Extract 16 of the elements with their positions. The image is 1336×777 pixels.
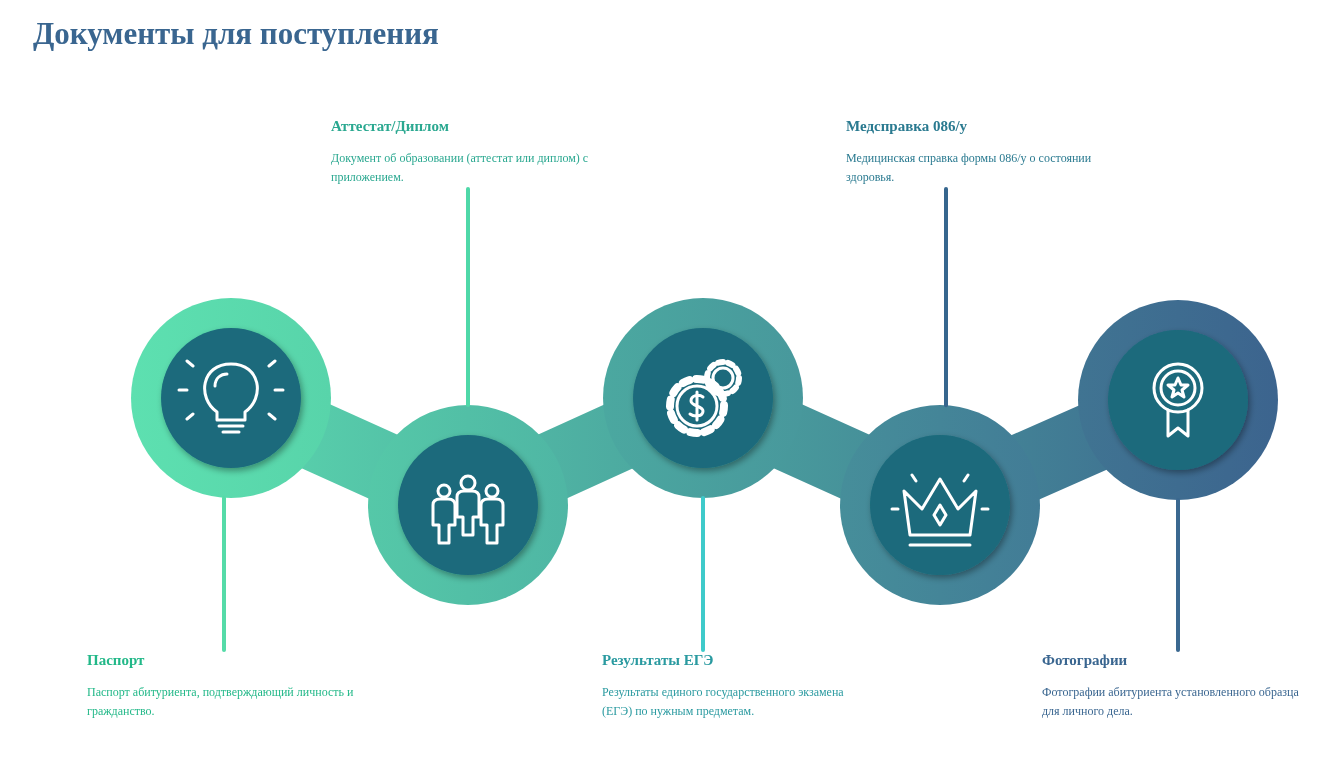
item-description: Результаты единого государственного экзамена (ЕГЭ) по нужным предметам. <box>602 684 845 720</box>
diagram-title: Документы для поступления <box>33 16 439 52</box>
connector-line <box>701 496 705 652</box>
item-description: Документ об образовании (аттестат или диплом) с приложением. <box>331 150 590 186</box>
connector-line <box>466 187 470 407</box>
item-heading: Аттестат/Диплом <box>331 118 450 135</box>
item-heading: Медсправка 086/у <box>846 118 969 135</box>
connector-line <box>222 495 226 652</box>
item-description: Фотографии абитуриента установленного образца для личного дела. <box>1042 684 1300 720</box>
item-heading: Фотографии <box>1042 652 1129 669</box>
item-heading: Паспорт <box>87 652 146 669</box>
connector-line <box>944 187 948 408</box>
item-description: Медицинская справка формы 086/у о состоянии здоровья. <box>846 150 1093 186</box>
item-heading: Результаты ЕГЭ <box>602 652 715 669</box>
connector-line <box>1176 498 1180 652</box>
item-description: Паспорт абитуриента, подтверждающий личность и гражданство. <box>87 684 355 720</box>
